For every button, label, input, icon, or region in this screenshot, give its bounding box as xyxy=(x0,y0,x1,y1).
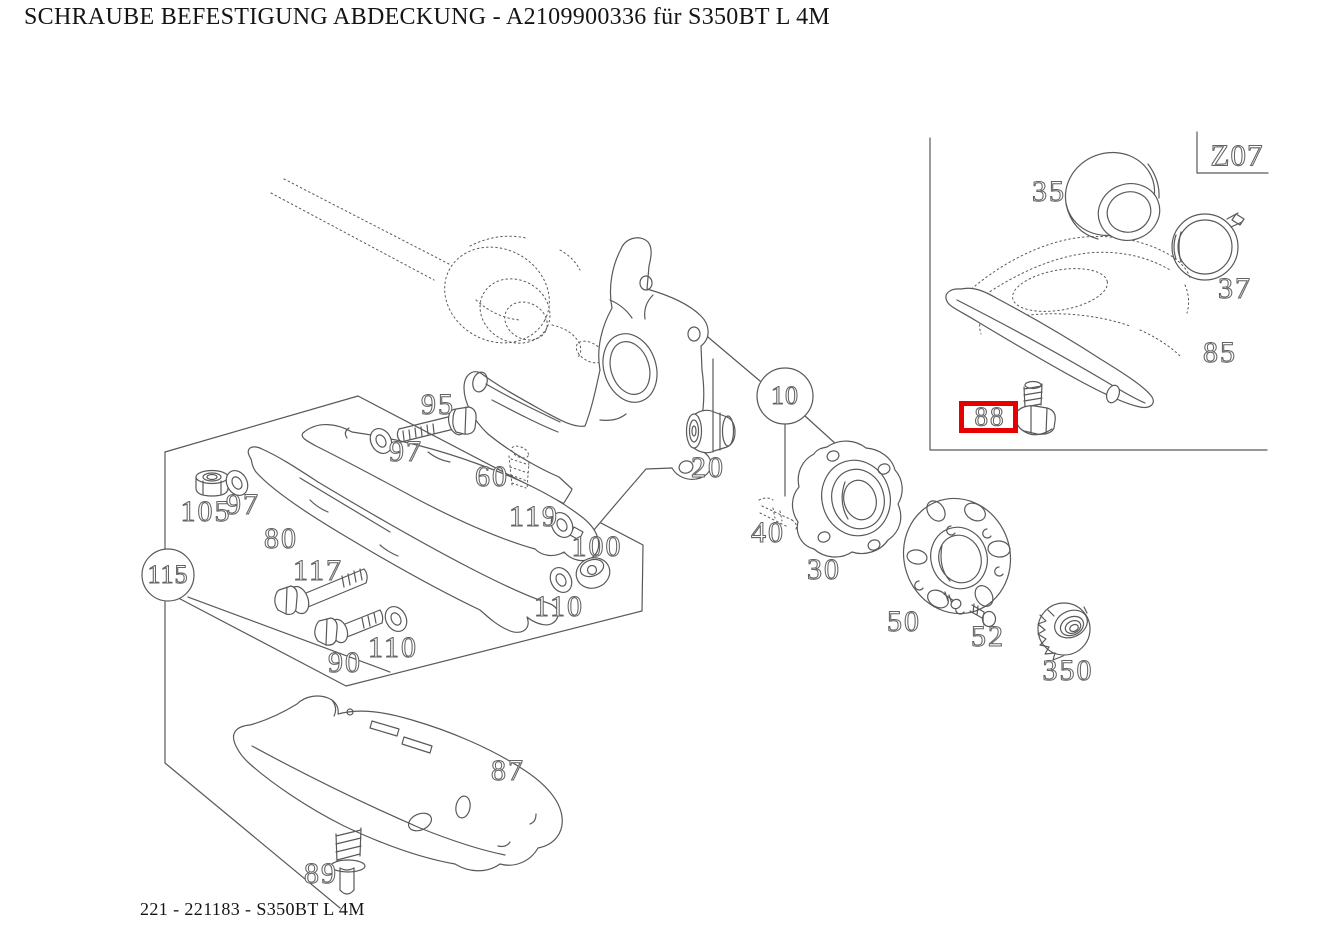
part-label-97a[interactable]: 97 xyxy=(388,435,423,468)
part-label-350[interactable]: 350 xyxy=(1042,654,1094,687)
part-label-100[interactable]: 100 xyxy=(571,530,623,563)
part-label-30[interactable]: 30 xyxy=(806,553,841,586)
part-label-110b[interactable]: 110 xyxy=(534,590,584,623)
footer-caption: 221 - 221183 - S350BT L 4M xyxy=(140,899,365,919)
part-label-10-circled[interactable]: 10 xyxy=(770,381,799,410)
cover-plate-art xyxy=(232,695,563,895)
axle-shaft-art xyxy=(270,178,605,364)
part-label-50[interactable]: 50 xyxy=(886,605,921,638)
leader-lines xyxy=(701,331,838,497)
part-label-85[interactable]: 85 xyxy=(1202,336,1237,369)
inset-frame xyxy=(929,131,1269,451)
highlight-box-part-88 xyxy=(959,401,1018,433)
part-label-105[interactable]: 105 xyxy=(180,495,232,528)
part-label-117[interactable]: 117 xyxy=(293,554,343,587)
page-title: SCHRAUBE BEFESTIGUNG ABDECKUNG - A210990… xyxy=(24,4,831,30)
dotted-fastener-art xyxy=(508,445,797,530)
callout-circles xyxy=(141,367,814,602)
part-label-60[interactable]: 60 xyxy=(474,460,509,493)
part-label-20[interactable]: 20 xyxy=(690,451,725,484)
part-label-90[interactable]: 90 xyxy=(327,646,362,679)
part-label-88-highlighted[interactable]: 88 xyxy=(974,401,1006,432)
fastener-art xyxy=(195,406,611,646)
inset-cover-dotted-art xyxy=(967,235,1191,357)
part-label-35[interactable]: 35 xyxy=(1031,175,1066,208)
wheel-hub-art xyxy=(791,440,903,558)
part-label-115-circled[interactable]: 115 xyxy=(147,560,189,589)
part-label-119[interactable]: 119 xyxy=(509,500,559,533)
part-label-110a[interactable]: 110 xyxy=(368,631,418,664)
part-label-40[interactable]: 40 xyxy=(750,516,785,549)
part-label-37[interactable]: 37 xyxy=(1217,272,1252,305)
part-label-52[interactable]: 52 xyxy=(970,620,1005,653)
part-label-97b[interactable]: 97 xyxy=(225,488,260,521)
part-label-89[interactable]: 89 xyxy=(303,857,338,890)
wheel-flange-art xyxy=(902,497,1091,661)
inset-parts-art xyxy=(945,151,1245,436)
bushing-art xyxy=(685,409,736,454)
part-label-95[interactable]: 95 xyxy=(420,388,455,421)
part-label-87[interactable]: 87 xyxy=(490,754,525,787)
spring-link-art xyxy=(247,424,600,633)
grouping-box-art xyxy=(164,395,644,909)
part-label-80[interactable]: 80 xyxy=(263,522,298,555)
inset-code-label: Z07 xyxy=(1210,137,1264,173)
